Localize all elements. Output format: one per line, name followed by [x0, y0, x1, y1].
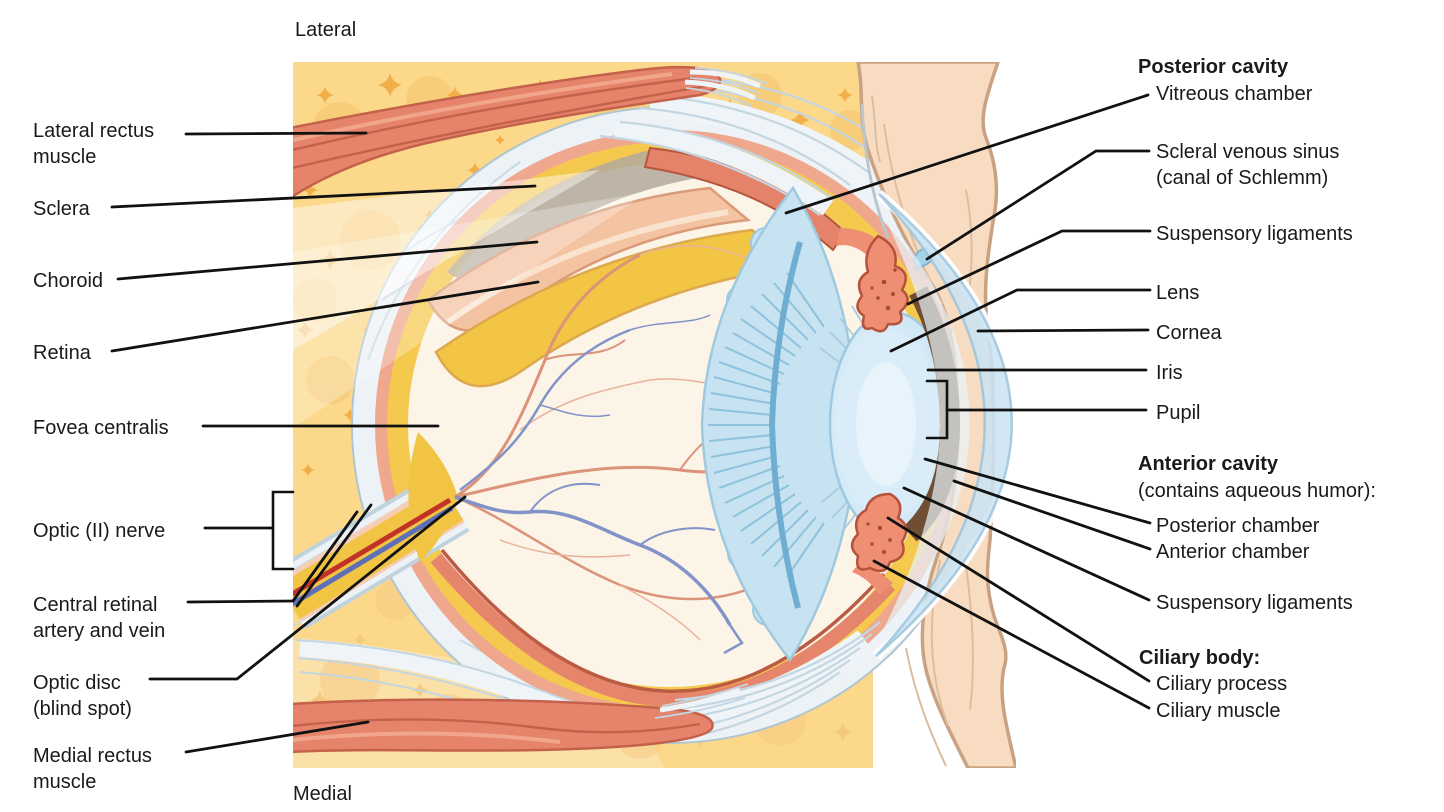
label-posterior-cavity: Posterior cavity [1138, 56, 1289, 78]
label-sclera: Sclera [33, 198, 90, 220]
leader-anterior-chamber [952, 479, 1152, 551]
leader-vitreous-chamber [784, 93, 1150, 215]
leader-scleral-venous-sinus [925, 149, 1151, 261]
label-lateral-direction: Lateral [295, 19, 357, 41]
light-beam [293, 170, 648, 428]
leader-medial-rectus [184, 720, 370, 754]
medial-rectus-muscle-shape [293, 683, 749, 754]
optic-nerve-bracket [271, 490, 295, 571]
label-anterior-chamber: Anterior chamber [1156, 541, 1310, 563]
leader-suspensory-top [906, 229, 1152, 306]
layer-cutaway [426, 146, 847, 388]
leader-posterior-chamber [923, 457, 1152, 525]
ciliary-pleats [708, 272, 825, 578]
label-vitreous-chamber: Vitreous chamber [1156, 83, 1313, 105]
label-ciliary-process: Ciliary process [1156, 673, 1288, 695]
lens-shape [828, 310, 956, 538]
label-optic-nerve: Optic (II) nerve [33, 520, 166, 542]
label-optic-disc: Optic disc (blind spot) [33, 672, 132, 720]
leader-retina [110, 280, 540, 353]
leader-lens [889, 288, 1152, 353]
leader-ciliary-process [886, 516, 1151, 683]
leader-lateral-rectus [184, 131, 368, 136]
leader-optic-disc [148, 495, 467, 681]
ciliary-body-fan [700, 185, 860, 663]
label-ciliary-muscle: Ciliary muscle [1156, 700, 1281, 722]
leader-sclera [110, 184, 537, 209]
label-retina: Retina [33, 342, 91, 364]
leader-lines [110, 93, 1152, 754]
leader-central-retinal [186, 599, 295, 604]
label-suspensory-ligaments-top: Suspensory ligaments [1156, 223, 1353, 245]
label-medial-rectus-muscle: Medial rectus muscle [33, 745, 152, 793]
central-retinal-vein [293, 505, 454, 607]
label-scleral-venous-sinus: Scleral venous sinus (canal of Schlemm) [1156, 141, 1340, 189]
label-central-retinal: Central retinal artery and vein [33, 594, 166, 642]
lateral-rectus-muscle-shape [293, 65, 769, 198]
label-lateral-rectus-muscle: Lateral rectus muscle [33, 120, 155, 168]
label-posterior-chamber: Posterior chamber [1156, 515, 1320, 537]
label-anterior-cavity: Anterior cavity [1138, 453, 1279, 475]
ciliary-muscle-bottom [850, 492, 908, 595]
optic-nerve-shape [293, 432, 470, 630]
label-choroid: Choroid [33, 270, 104, 292]
label-cornea: Cornea [1156, 322, 1222, 344]
leader-ciliary-muscle [872, 559, 1151, 710]
label-fovea-centralis: Fovea centralis [33, 417, 169, 439]
label-medial-direction: Medial [293, 783, 352, 805]
label-suspensory-ligaments-bottom: Suspensory ligaments [1156, 592, 1353, 614]
ciliary-muscle-top [836, 228, 909, 333]
label-pupil: Pupil [1156, 402, 1201, 424]
leader-cornea [976, 328, 1150, 333]
label-ciliary-body: Ciliary body: [1139, 647, 1261, 669]
leader-suspensory-bottom [902, 486, 1151, 602]
pupil-bracket [925, 379, 949, 440]
label-lens: Lens [1156, 282, 1200, 304]
leader-choroid [116, 240, 539, 281]
label-iris: Iris [1156, 362, 1183, 384]
label-anterior-cavity-note: (contains aqueous humor): [1138, 480, 1376, 502]
choroid-band-bottom [430, 553, 896, 708]
